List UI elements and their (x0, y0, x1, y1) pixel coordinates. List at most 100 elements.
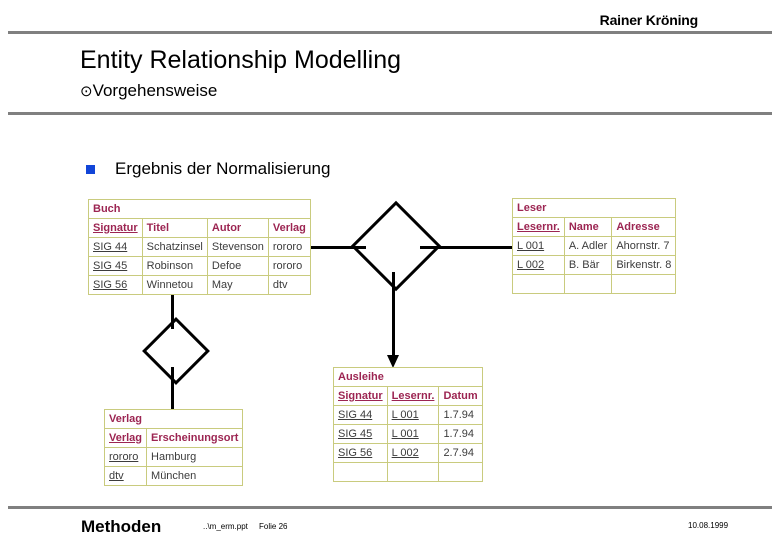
table-cell (611, 274, 677, 294)
table-row: SIG 56 Winnetou May dtv (88, 275, 311, 295)
connector-relationship-to-ausleihe (392, 272, 395, 358)
table-cell: Robinson (141, 256, 208, 276)
connector-buch-to-verlag-relationship (171, 294, 174, 329)
column-header: Datum (438, 386, 483, 406)
entity-table-verlag: Verlag Verlag Erscheinungsort rororo Ham… (103, 409, 244, 486)
author-name: Rainer Kröning (599, 12, 699, 28)
bullet-item-label: Ergebnis der Normalisierung (115, 159, 331, 178)
page-subtitle: ⊙Vorgehensweise (80, 81, 217, 101)
table-cell (438, 462, 483, 482)
table-cell: L 001 (386, 405, 440, 425)
footer-date: 10.08.1999 (688, 521, 729, 530)
table-cell: L 001 (386, 424, 440, 444)
table-cell (563, 274, 613, 294)
table-cell: L 002 (386, 443, 440, 463)
table-row: SIG 56 L 002 2.7.94 (333, 443, 483, 463)
footer-divider (8, 506, 772, 509)
table-cell: rororo (267, 237, 311, 257)
table-title-verlag: Verlag (103, 409, 244, 429)
table-row: SIG 44 L 001 1.7.94 (333, 405, 483, 425)
circled-dot-icon: ⊙ (80, 83, 93, 100)
table-title-row: Ausleihe (333, 367, 483, 387)
table-cell: A. Adler (563, 236, 613, 256)
table-row-empty (333, 462, 483, 482)
relationship-diamond-verlag (142, 317, 210, 385)
table-row-empty (512, 274, 677, 294)
column-header: Lesernr. (386, 386, 440, 406)
table-row: rororo Hamburg (103, 447, 244, 467)
table-header-row: Signatur Lesernr. Datum (333, 386, 483, 406)
column-header: Autor (206, 218, 269, 238)
header-divider-bottom (8, 112, 772, 115)
table-header-row: Verlag Erscheinungsort (103, 428, 244, 448)
table-cell: Schatzinsel (141, 237, 208, 257)
table-cell: 1.7.94 (438, 424, 483, 444)
table-title-row: Verlag (103, 409, 244, 429)
table-row: L 002 B. Bär Birkenstr. 8 (512, 255, 677, 275)
column-header: Signatur (88, 218, 143, 238)
table-title-buch: Buch (88, 199, 311, 219)
table-row: SIG 44 Schatzinsel Stevenson rororo (88, 237, 311, 257)
header-divider-top (8, 31, 772, 34)
table-row: SIG 45 L 001 1.7.94 (333, 424, 483, 444)
table-cell: SIG 45 (333, 424, 388, 444)
entity-table-leser: Leser Lesernr. Name Adresse L 001 A. Adl… (511, 198, 677, 294)
table-cell: SIG 44 (333, 405, 388, 425)
table-cell: L 002 (512, 255, 565, 275)
table-cell: Hamburg (146, 447, 244, 467)
table-header-row: Lesernr. Name Adresse (512, 217, 677, 237)
footer-file-path: ..\m_erm.ppt (203, 522, 248, 531)
table-cell: SIG 45 (88, 256, 143, 276)
table-cell: rororo (103, 447, 148, 467)
connector-relationship-to-leser (420, 246, 513, 249)
table-cell: rororo (267, 256, 311, 276)
column-header: Erscheinungsort (146, 428, 244, 448)
table-header-row: Signatur Titel Autor Verlag (88, 218, 311, 238)
entity-table-ausleihe: Ausleihe Signatur Lesernr. Datum SIG 44 … (333, 367, 483, 482)
square-bullet-icon (86, 164, 95, 174)
relationship-diamond-main (350, 200, 442, 292)
table-row: L 001 A. Adler Ahornstr. 7 (512, 236, 677, 256)
table-cell: Ahornstr. 7 (611, 236, 677, 256)
table-cell: B. Bär (563, 255, 613, 275)
column-header: Verlag (267, 218, 311, 238)
page-subtitle-label: Vorgehensweise (92, 81, 218, 100)
table-title-ausleihe: Ausleihe (333, 367, 483, 387)
page-title: Entity Relationship Modelling (80, 46, 402, 74)
table-title-row: Leser (511, 198, 677, 218)
table-cell: Defoe (206, 256, 269, 276)
table-cell: Birkenstr. 8 (611, 255, 677, 275)
footer-label: Methoden (81, 517, 162, 536)
table-cell: L 001 (512, 236, 565, 256)
column-header: Name (563, 217, 613, 237)
table-cell: SIG 56 (333, 443, 388, 463)
column-header: Signatur (333, 386, 388, 406)
table-row: SIG 45 Robinson Defoe rororo (88, 256, 311, 276)
column-header: Lesernr. (512, 217, 565, 237)
table-row: dtv München (103, 466, 244, 486)
connector-verlag-relationship-to-verlag (171, 367, 174, 409)
arrow-head-icon (387, 355, 399, 368)
table-cell: 2.7.94 (438, 443, 483, 463)
table-title-row: Buch (88, 199, 311, 219)
bullet-item: Ergebnis der Normalisierung (86, 159, 330, 179)
table-cell: 1.7.94 (438, 405, 483, 425)
table-cell: SIG 44 (88, 237, 143, 257)
table-cell: dtv (267, 275, 311, 295)
table-cell (333, 462, 388, 482)
table-cell: dtv (103, 466, 148, 486)
table-cell (386, 462, 440, 482)
entity-table-buch: Buch Signatur Titel Autor Verlag SIG 44 … (88, 199, 311, 295)
table-cell: Winnetou (141, 275, 208, 295)
table-cell (512, 274, 565, 294)
table-title-leser: Leser (511, 198, 677, 218)
connector-buch-to-relationship (290, 246, 366, 249)
table-cell: May (206, 275, 269, 295)
footer-slide-number: Folie 26 (259, 522, 288, 531)
table-cell: München (146, 466, 244, 486)
table-cell: SIG 56 (88, 275, 143, 295)
column-header: Adresse (611, 217, 677, 237)
column-header: Titel (141, 218, 208, 238)
table-cell: Stevenson (206, 237, 269, 257)
column-header: Verlag (103, 428, 148, 448)
